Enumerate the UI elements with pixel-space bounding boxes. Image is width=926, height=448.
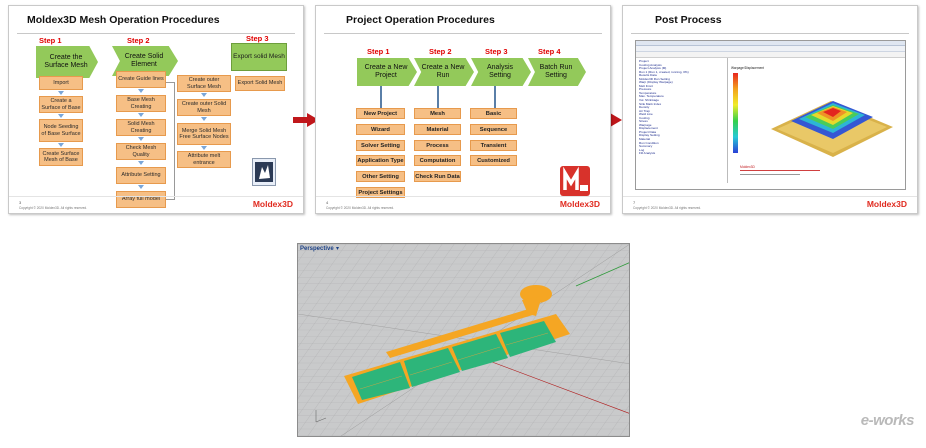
option-box: Check Run Data	[414, 171, 461, 182]
option-box: Solver Setting	[356, 140, 405, 151]
flow-box: Base Mesh Creating	[116, 95, 166, 112]
step-header: Export solid Mesh	[231, 43, 287, 71]
flow-box: Import	[39, 76, 83, 90]
slide-title: Post Process	[655, 14, 722, 26]
slide-title: Moldex3D Mesh Operation Procedures	[27, 14, 220, 26]
flow-box: Create outer Solid Mesh	[177, 99, 231, 116]
slide-title: Project Operation Procedures	[346, 14, 495, 26]
step-label: Step 1	[367, 47, 390, 56]
legend-title: Warpage/Displacement	[731, 66, 765, 70]
flow-box: Merge Solid Mesh Free Surface Nodes	[177, 123, 231, 145]
step-label: Step 3	[246, 34, 269, 43]
option-box: Basic	[470, 108, 517, 119]
mesh-model	[298, 244, 629, 436]
step-chevron: Analysis Setting	[471, 58, 531, 86]
red-arrow-icon	[293, 113, 319, 127]
step-header: Create the Surface Mesh	[36, 46, 98, 78]
annotation-text: Moldex3D	[740, 165, 755, 169]
step-chevron: Create a New Run	[414, 58, 474, 86]
page-number: 3	[19, 200, 22, 205]
moldex3d-logo: Moldex3D	[559, 199, 600, 209]
flow-box: Array full model	[116, 191, 166, 208]
slide-mesh-operation: Moldex3D Mesh Operation Procedures Step …	[8, 5, 304, 214]
flow-box: Attribute melt entrance	[177, 151, 231, 168]
chevron-down-icon[interactable]: ▾	[336, 246, 340, 252]
page-number: 7	[633, 200, 636, 205]
eworks-watermark: e-works	[860, 412, 915, 429]
flow-box: Create a Surface of Base	[39, 96, 83, 113]
copyright: Copyright © 2020 Moldex3D. All rights re…	[633, 206, 702, 210]
flow-box: Solid Mesh Creating	[116, 119, 166, 136]
step-label: Step 3	[485, 47, 508, 56]
option-box: Material	[414, 124, 461, 135]
flow-box: Create Surface Mesh of Base	[39, 148, 83, 166]
moldex3d-logo: Moldex3D	[252, 199, 293, 209]
option-box: Wizard	[356, 124, 405, 135]
step-label: Step 2	[127, 36, 150, 45]
viewport-label[interactable]: Perspective	[300, 246, 334, 252]
copyright: Copyright © 2020 Moldex3D. All rights re…	[19, 206, 88, 210]
color-legend-bar	[733, 73, 738, 153]
cursor-hand-icon	[252, 158, 276, 186]
page-number: 4	[326, 200, 329, 205]
option-box: Computation	[414, 155, 461, 166]
option-box: Transient	[470, 140, 517, 151]
flow-box: Create outer Surface Mesh	[177, 75, 231, 92]
option-box: Mesh	[414, 108, 461, 119]
option-box: Process	[414, 140, 461, 151]
flow-box: Node Seeding of Base Surface	[39, 119, 83, 142]
step-chevron: Create a New Project	[357, 58, 417, 86]
step-label: Step 1	[39, 36, 62, 45]
slide-project-operation: Project Operation Procedures Step 1 Step…	[315, 5, 611, 214]
copyright: Copyright © 2020 Moldex3D. All rights re…	[326, 206, 395, 210]
perspective-viewport[interactable]: Perspective ▾	[297, 243, 630, 437]
step-label: Step 2	[429, 47, 452, 56]
option-box: Other Setting	[356, 171, 405, 182]
option-box: Customized	[470, 155, 517, 166]
option-box: Project Settings	[356, 187, 405, 198]
warpage-result-model	[771, 101, 893, 157]
flow-box: Check Mesh Quality	[116, 143, 166, 160]
option-box: Sequence	[470, 124, 517, 135]
moldex3d-logo: Moldex3D	[866, 199, 907, 209]
step-label: Step 4	[538, 47, 561, 56]
step-chevron: Batch Run Setting	[528, 58, 586, 86]
option-box: Application Type	[356, 155, 405, 166]
flow-box: Export Solid Mesh	[235, 76, 285, 91]
flow-box: Attribute Setting	[116, 167, 166, 184]
option-box: New Project	[356, 108, 405, 119]
flow-box: Create Guide lines	[116, 71, 166, 88]
moldex3d-app-icon	[560, 166, 590, 196]
